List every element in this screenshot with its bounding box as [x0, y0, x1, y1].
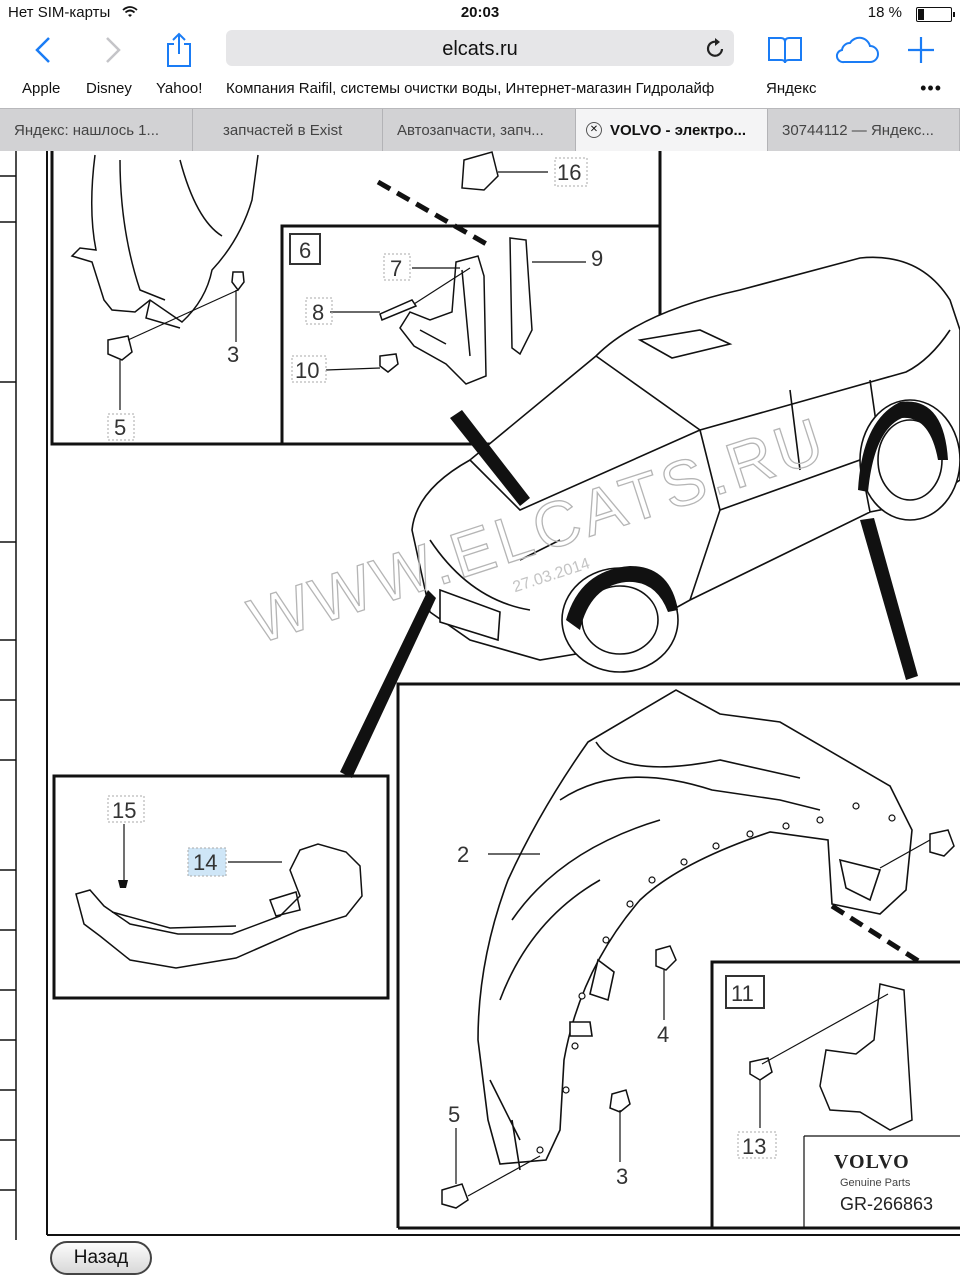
tab-exist[interactable]: запчастей в Exist: [193, 109, 383, 151]
bracket-part: [75, 843, 363, 969]
tab-title: Автозапчасти, запч...: [397, 121, 544, 139]
volvo-logo: VOLVO Genuine Parts GR-266863: [834, 1151, 933, 1214]
callout-7: 7: [390, 256, 402, 281]
cloud-icon: [835, 36, 879, 64]
status-bar: Нет SIM-карты 20:03 18 %: [0, 0, 960, 26]
plus-icon: [908, 37, 934, 63]
tab-title: VOLVO - электро...: [610, 121, 746, 139]
callout-14: 14: [193, 850, 217, 875]
clock: 20:03: [460, 4, 500, 21]
new-tab-button[interactable]: [896, 26, 946, 74]
front-liner-part: [70, 154, 259, 329]
rear-mudflap-part: [749, 983, 913, 1131]
callout-11: 11: [731, 981, 754, 1006]
front-mudflap-part: [379, 237, 533, 385]
callout-9: 9: [591, 246, 603, 271]
callout-15: 15: [112, 798, 136, 823]
callout-5-bottom: 5: [448, 1102, 460, 1127]
tab-bar: Яндекс: нашлось 1... запчастей в Exist А…: [0, 108, 960, 152]
car-illustration: [411, 256, 960, 673]
icloud-tabs-button[interactable]: [832, 26, 882, 74]
detail-box-rear-liner: [396, 682, 960, 1230]
callout-3-bottom: 3: [616, 1164, 628, 1189]
reload-icon[interactable]: [704, 36, 726, 60]
chevron-left-icon: [35, 37, 50, 63]
book-icon: [768, 37, 802, 64]
callout-3-top: 3: [227, 342, 239, 367]
brand-subtitle: Genuine Parts: [840, 1177, 911, 1189]
favorite-yandex[interactable]: Яндекс: [766, 80, 817, 97]
favorites-more-icon[interactable]: •••: [920, 78, 942, 98]
favorite-raifil[interactable]: Компания Raifil, системы очистки воды, И…: [226, 80, 715, 97]
tab-yandex-search[interactable]: Яндекс: нашлось 1...: [0, 109, 193, 151]
parts-diagram: WWW.ELCATS.RU 27.03.2014: [0, 151, 960, 1240]
page-content: WWW.ELCATS.RU 27.03.2014: [0, 151, 960, 1280]
share-button[interactable]: [154, 26, 204, 74]
rear-liner-part: [477, 689, 913, 1171]
reference-number: GR-266863: [840, 1194, 933, 1214]
callout-10: 10: [295, 358, 319, 383]
tab-volvo[interactable]: ✕ VOLVO - электро...: [576, 109, 768, 151]
callout-2: 2: [457, 842, 469, 867]
callout-4: 4: [657, 1022, 669, 1047]
favorite-apple[interactable]: Apple: [22, 80, 61, 97]
tab-title: Яндекс: нашлось 1...: [14, 121, 160, 139]
bookmarks-button[interactable]: [760, 26, 810, 74]
battery-percent: 18 %: [867, 4, 902, 21]
back-nav-button[interactable]: [18, 26, 68, 74]
close-tab-icon[interactable]: ✕: [586, 122, 602, 138]
callout-8: 8: [312, 300, 324, 325]
wifi-icon: [122, 6, 138, 17]
share-icon: [167, 32, 191, 67]
chevron-right-icon: [106, 37, 121, 63]
callout-6: 6: [299, 238, 311, 263]
forward-nav-button[interactable]: [88, 26, 138, 74]
url-text: elcats.ru: [442, 38, 518, 60]
tab-yandex-part[interactable]: 30744112 — Яндекс...: [768, 109, 960, 151]
favorites-bar: Apple Disney Yahoo! Компания Raifil, сис…: [0, 74, 960, 106]
callout-13: 13: [742, 1134, 766, 1159]
callout-5-top: 5: [114, 415, 126, 440]
tab-title: 30744112 — Яндекс...: [782, 121, 934, 139]
callout-16: 16: [557, 160, 581, 185]
battery-icon: [916, 7, 955, 22]
carrier-label: Нет SIM-карты: [8, 4, 111, 21]
brand-name: VOLVO: [834, 1151, 910, 1173]
tab-title: запчастей в Exist: [223, 121, 343, 139]
detail-box-front-liner: [50, 151, 662, 446]
address-bar[interactable]: elcats.ru: [226, 30, 734, 66]
browser-toolbar: elcats.ru: [0, 26, 960, 74]
callouts: 16 6 7 9 8 10 3 5 15 14 2 4 5 3 11 13: [107, 157, 777, 1189]
detail-box-bracket: [52, 774, 390, 1000]
favorite-yahoo[interactable]: Yahoo!: [156, 80, 203, 97]
back-button[interactable]: Назад: [50, 1241, 152, 1275]
tab-autoparts[interactable]: Автозапчасти, запч...: [383, 109, 576, 151]
favorite-disney[interactable]: Disney: [86, 80, 132, 97]
